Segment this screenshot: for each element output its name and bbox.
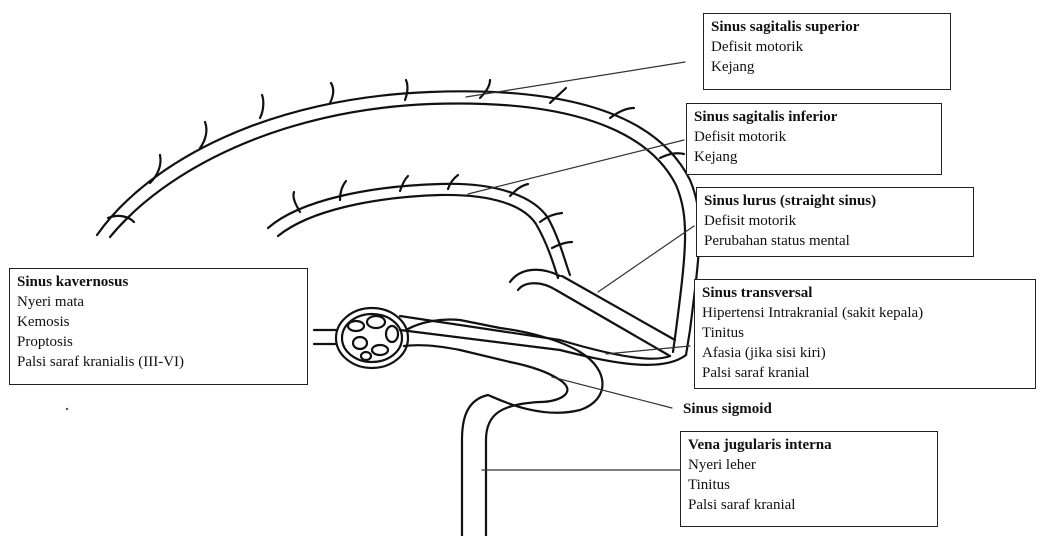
label-item: Kejang	[694, 147, 933, 167]
straight-sinus	[510, 270, 675, 356]
label-item: Palsi saraf kranial	[688, 495, 929, 515]
label-box-transversal: Sinus transversal Hipertensi Intrakrania…	[694, 279, 1036, 389]
label-title: Sinus transversal	[702, 283, 1027, 303]
label-item: Nyeri leher	[688, 455, 929, 475]
label-item: Palsi saraf kranial	[702, 363, 1027, 383]
label-item: Afasia (jika sisi kiri)	[702, 343, 1027, 363]
leader-sagitalis-inferior	[468, 140, 684, 194]
label-box-jugularis: Vena jugularis interna Nyeri leher Tinit…	[680, 431, 938, 527]
label-item: Palsi saraf kranialis (III-VI)	[17, 352, 299, 372]
label-item: Defisit motorik	[711, 37, 942, 57]
label-box-kavernosus: Sinus kavernosus Nyeri mata Kemosis Prop…	[9, 268, 308, 385]
label-item: Defisit motorik	[704, 211, 965, 231]
label-title: Sinus lurus (straight sinus)	[704, 191, 965, 211]
label-item: Tinitus	[702, 323, 1027, 343]
label-box-lurus: Sinus lurus (straight sinus) Defisit mot…	[696, 187, 974, 257]
label-item: Tinitus	[688, 475, 929, 495]
inferior-sagittal-sinus	[268, 175, 572, 278]
label-item: Kejang	[711, 57, 942, 77]
label-box-sagitalis-superior: Sinus sagitalis superior Defisit motorik…	[703, 13, 951, 90]
label-title: Sinus sagitalis inferior	[694, 107, 933, 127]
sigmoid-sinus	[488, 328, 603, 413]
leader-transversal	[606, 346, 690, 354]
leader-sagitalis-superior	[466, 62, 685, 97]
label-item: Perubahan status mental	[704, 231, 965, 251]
stray-dot	[66, 408, 68, 410]
leader-lurus	[598, 226, 694, 292]
label-title: Vena jugularis interna	[688, 435, 929, 455]
leader-lines	[466, 62, 694, 470]
label-item: Hipertensi Intrakranial (sakit kepala)	[702, 303, 1027, 323]
label-box-sagitalis-inferior: Sinus sagitalis inferior Defisit motorik…	[686, 103, 942, 175]
leader-sigmoid	[552, 377, 672, 408]
label-title: Sinus kavernosus	[17, 272, 299, 292]
label-title: Sinus sagitalis superior	[711, 17, 942, 37]
label-item: Defisit motorik	[694, 127, 933, 147]
label-item: Nyeri mata	[17, 292, 299, 312]
internal-jugular-vein	[462, 395, 540, 536]
label-item: Proptosis	[17, 332, 299, 352]
label-item: Kemosis	[17, 312, 299, 332]
label-sigmoid: Sinus sigmoid	[683, 401, 772, 418]
